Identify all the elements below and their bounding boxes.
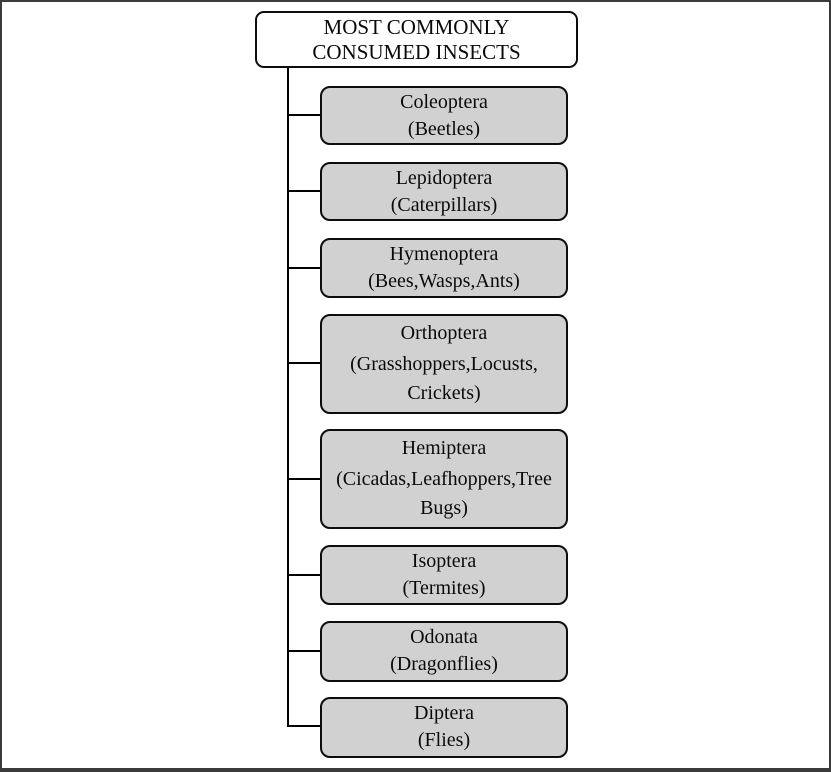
connector-trunk (287, 68, 289, 727)
node-common-label: (Beetles) (407, 118, 481, 140)
connector-branch-diptera (287, 725, 320, 727)
node-hymenoptera: Hymenoptera (Bees,Wasps,Ants) (320, 238, 568, 298)
connector-branch-odonata (287, 650, 320, 652)
connector-branch-orthoptera (287, 362, 320, 364)
node-common-label: (Termites) (402, 577, 486, 599)
node-odonata: Odonata (Dragonflies) (320, 621, 568, 682)
node-common-label: (Grasshoppers,Locusts, Crickets) (350, 352, 538, 404)
node-coleoptera: Coleoptera (Beetles) (320, 86, 568, 145)
node-order-label: Odonata (410, 626, 478, 648)
root-node: MOST COMMONLY CONSUMED INSECTS (255, 11, 578, 68)
node-hemiptera: Hemiptera (Cicadas,Leafhoppers,Tree Bugs… (320, 429, 568, 529)
node-order-label: Isoptera (411, 550, 477, 572)
connector-branch-hymenoptera (287, 267, 320, 269)
node-common-label: (Dragonflies) (390, 653, 498, 675)
node-order-label: Hymenoptera (389, 243, 499, 265)
node-order-label: Hemiptera (401, 437, 487, 460)
node-order-label: Lepidoptera (395, 167, 493, 189)
node-order-label: Coleoptera (400, 91, 488, 113)
node-common-label: (Bees,Wasps,Ants) (368, 270, 520, 292)
node-orthoptera: Orthoptera (Grasshoppers,Locusts, Cricke… (320, 314, 568, 414)
node-order-label: Diptera (414, 702, 474, 724)
connector-branch-isoptera (287, 574, 320, 576)
node-lepidoptera: Lepidoptera (Caterpillars) (320, 162, 568, 221)
connector-branch-coleoptera (287, 114, 320, 116)
node-common-label: (Cicadas,Leafhoppers,Tree Bugs) (336, 467, 552, 519)
node-common-label: (Caterpillars) (390, 194, 498, 216)
diagram-title: MOST COMMONLY CONSUMED INSECTS (312, 14, 521, 64)
node-diptera: Diptera (Flies) (320, 697, 568, 758)
node-common-label: (Flies) (417, 729, 471, 751)
connector-branch-hemiptera (287, 478, 320, 480)
node-order-label: Orthoptera (400, 322, 488, 345)
node-isoptera: Isoptera (Termites) (320, 545, 568, 605)
connector-branch-lepidoptera (287, 190, 320, 192)
